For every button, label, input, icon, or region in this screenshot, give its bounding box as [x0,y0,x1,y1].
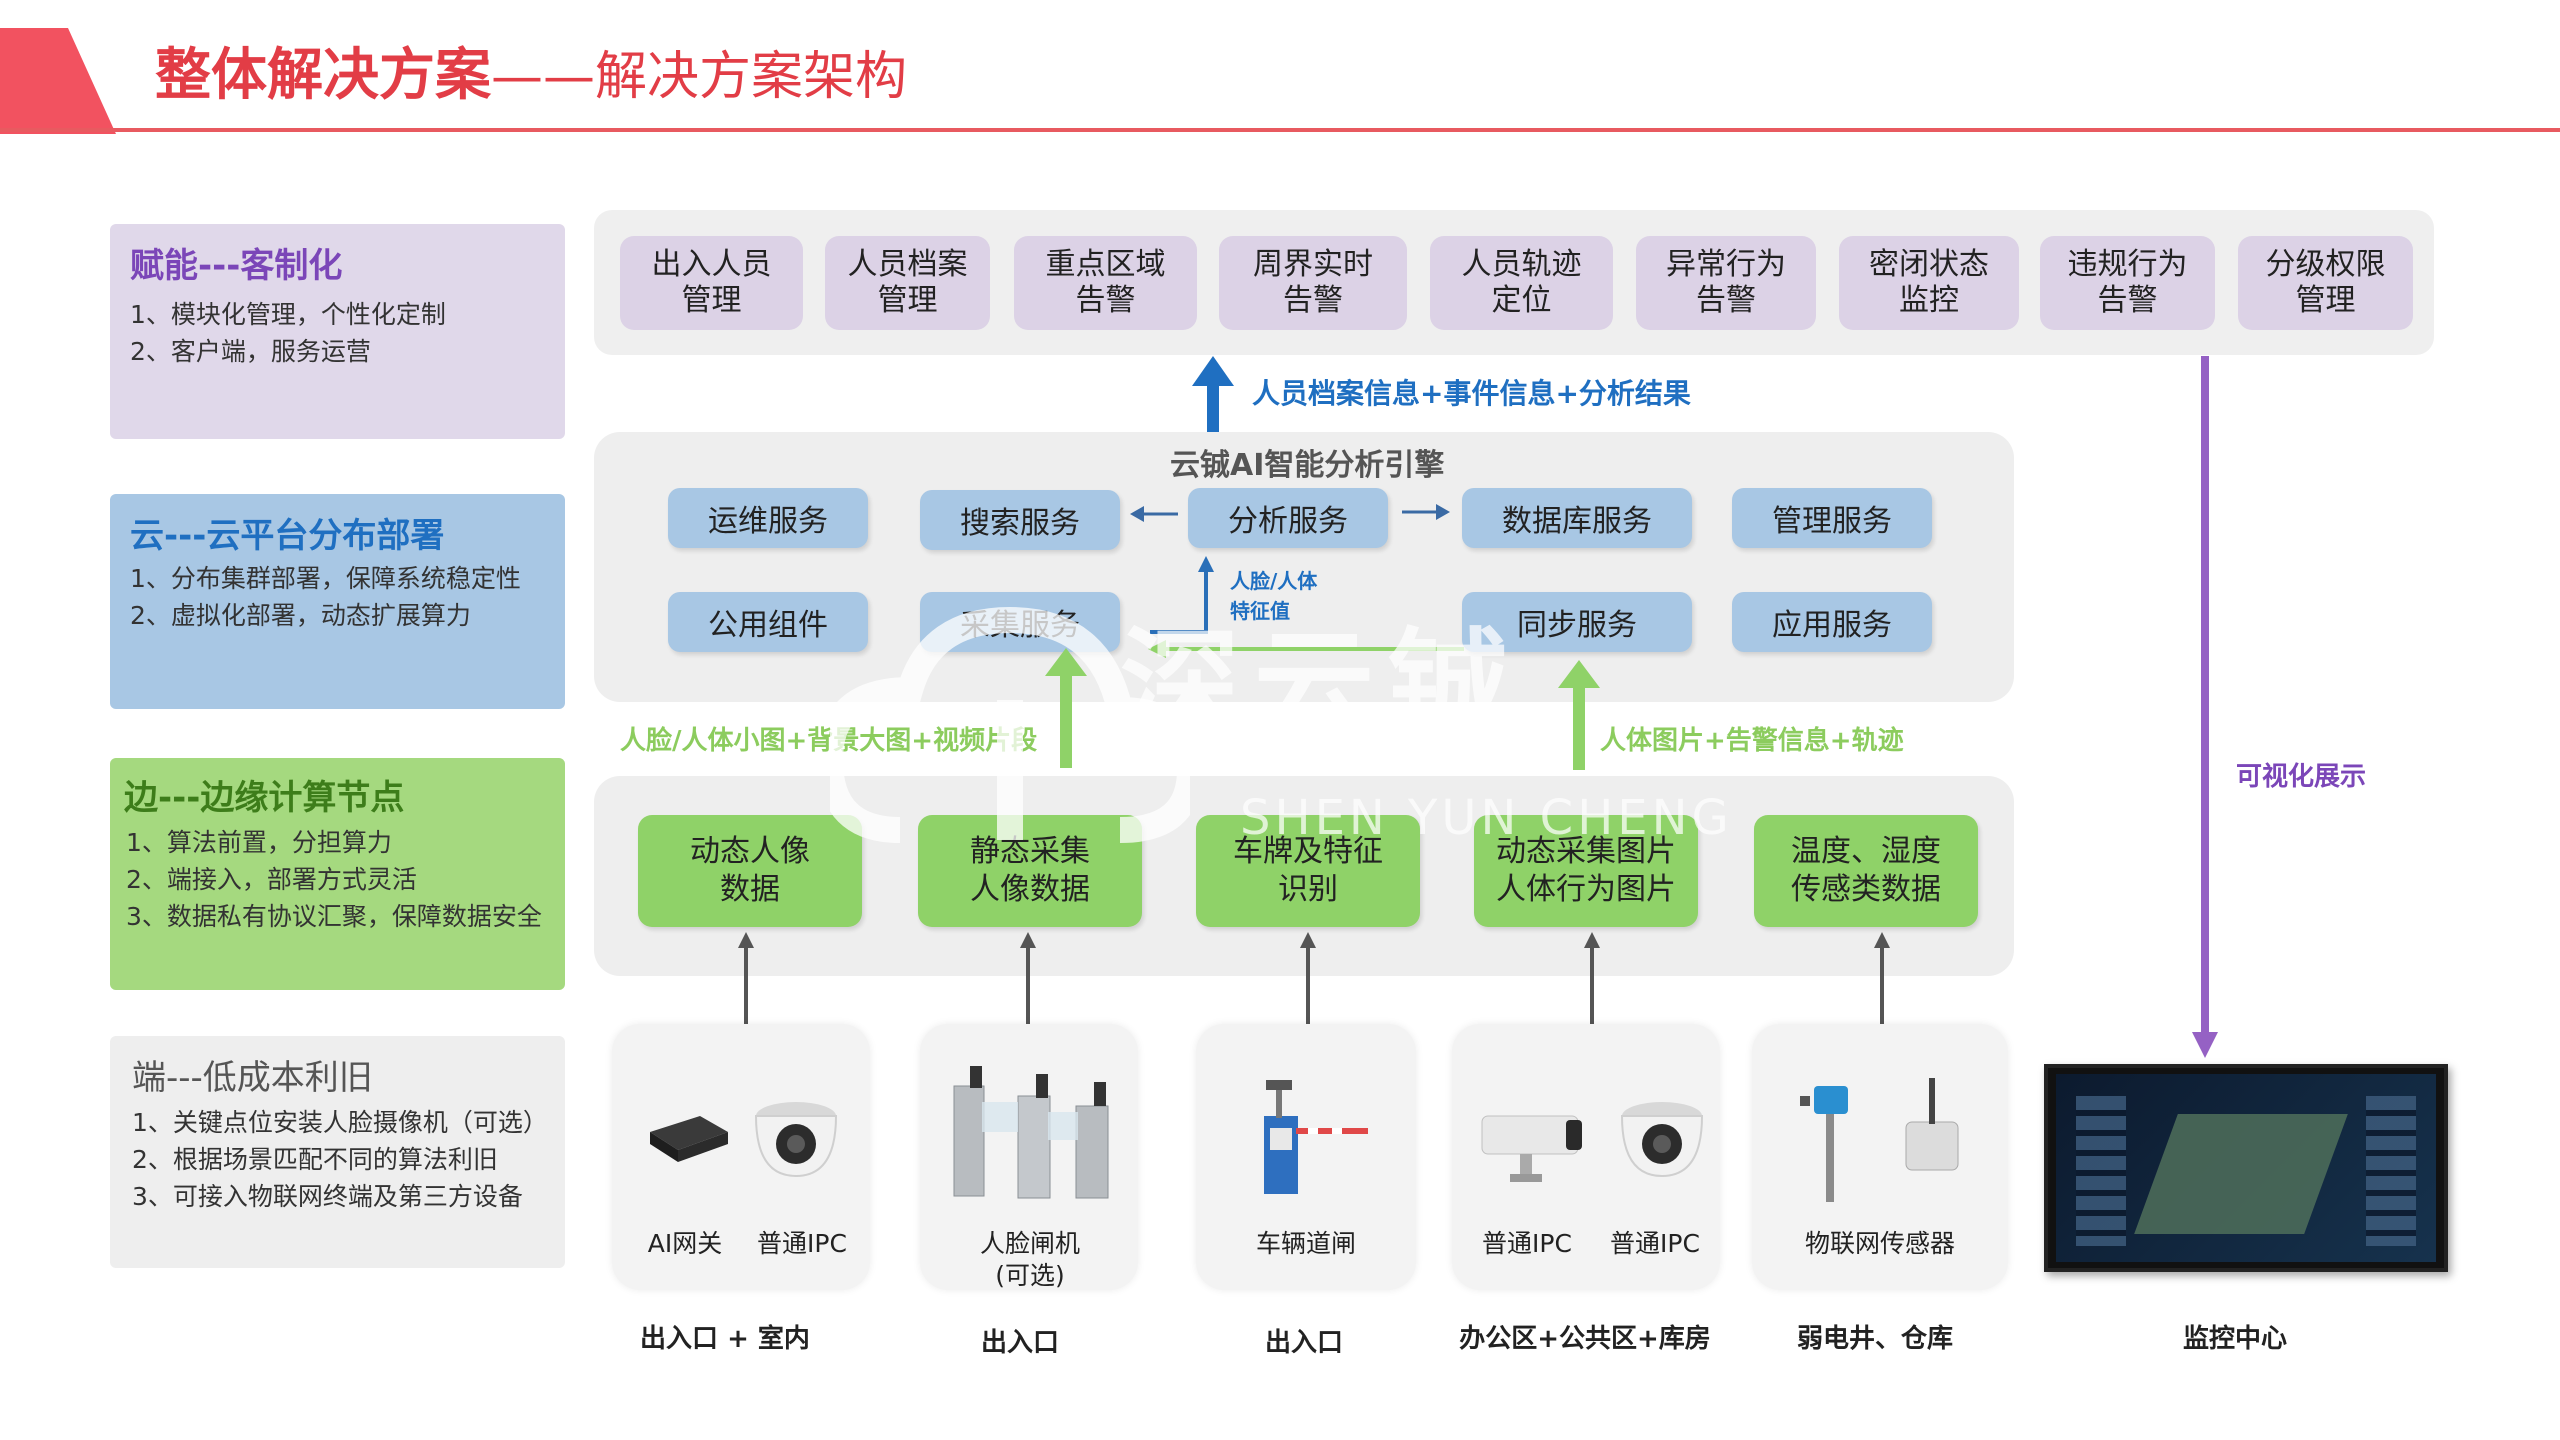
module-button[interactable]: 周界实时告警 [1219,236,1407,330]
location-label: 出入口 [980,1328,1059,1358]
arrow-up-green [1558,660,1600,770]
device-label: 物联网传感器 [1804,1229,1955,1258]
module-button[interactable]: 密闭状态监控 [1839,236,2019,330]
edge-module[interactable]: 动态人像数据 [638,815,862,927]
location-label: 出入口 + 室内 [640,1324,810,1354]
arrow-feature-up [1150,556,1214,634]
arrow-down-purple [2192,356,2218,1058]
panel-line: 3、可接入物联网终端及第三方设备 [132,1182,523,1211]
device-label: 普通IPC [1610,1229,1700,1258]
panel-heading: 端---低成本利旧 [132,1058,373,1098]
header-divider [0,128,2560,132]
flow-label-results: 人员档案信息+事件信息+分析结果 [1252,377,1691,410]
engine-title: 云铖AI智能分析引擎 [1170,448,1445,483]
arrow-left-icon [1130,506,1178,522]
feature-label: 人脸/人体特征值 [1230,569,1318,623]
panel-terminal: 端---低成本利旧 1、关键点位安装人脸摄像机（可选） 2、根据场景匹配不同的算… [110,1036,565,1268]
arrow-right-icon [1402,504,1450,520]
page-title: 整体解决方案——解决方案架构 [155,43,908,108]
module-button[interactable]: 重点区域告警 [1014,236,1197,330]
edge-module[interactable]: 静态采集人像数据 [918,815,1142,927]
panel-enable: 赋能---客制化 1、模块化管理，个性化定制 2、客户端，服务运营 [110,224,565,439]
panel-line: 3、数据私有协议汇聚，保障数据安全 [126,902,542,931]
flow-label-edge-right: 人体图片+告警信息+轨迹 [1600,726,1904,756]
module-button[interactable]: 异常行为告警 [1636,236,1816,330]
watermark-cn: 深云铖 [1120,617,1522,756]
module-button[interactable]: 违规行为告警 [2040,236,2215,330]
panel-heading: 云---云平台分布部署 [130,516,445,556]
module-button[interactable]: 出入人员管理 [620,236,803,330]
device-label: 普通IPC [757,1229,847,1258]
service-sync[interactable]: 同步服务 [1462,592,1692,652]
device-label: AI网关 [647,1229,723,1258]
device-label: 人脸闸机 [979,1229,1080,1258]
barrier-gate-icon [1264,1080,1368,1194]
panel-line: 2、客户端，服务运营 [130,337,371,366]
panel-line: 1、模块化管理，个性化定制 [130,300,446,329]
panel-edge: 边---边缘计算节点 1、算法前置，分担算力 2、端接入，部署方式灵活 3、数据… [110,758,565,990]
module-button[interactable]: 人员档案管理 [825,236,990,330]
watermark-en: SHEN YUN CHENG [1240,790,1733,846]
arrows-device-to-edge [738,932,1890,1026]
service-management[interactable]: 管理服务 [1732,488,1932,548]
device-label: 普通IPC [1482,1229,1572,1258]
arrow-sync-to-collect [1148,640,1464,658]
visual-label: 可视化展示 [2236,762,2367,792]
service-database[interactable]: 数据库服务 [1462,488,1692,548]
service-app[interactable]: 应用服务 [1732,592,1932,652]
device-label: 车辆道闸 [1255,1229,1356,1258]
location-label: 办公区+公共区+库房 [1459,1324,1711,1354]
panel-line: 1、关键点位安装人脸摄像机（可选） [132,1108,548,1137]
location-label: 监控中心 [2182,1324,2287,1354]
ai-gateway-icon [650,1116,728,1162]
device-label: (可选) [995,1261,1065,1290]
device-group-iot [1752,1024,2008,1290]
bullet-camera-icon [1481,1115,1582,1182]
location-label: 弱电井、仓库 [1796,1324,1953,1354]
arrow-up-blue [1192,356,1234,436]
panel-heading: 边---边缘计算节点 [124,778,405,818]
module-button[interactable]: 分级权限管理 [2238,236,2413,330]
page-subtitle: ——解决方案架构 [491,47,908,107]
arrow-up-green [1045,648,1087,768]
location-label: 出入口 [1264,1328,1343,1358]
service-analysis[interactable]: 分析服务 [1188,488,1388,548]
panel-heading: 赋能---客制化 [130,246,343,286]
edge-module[interactable]: 车牌及特征识别 [1196,815,1420,927]
panel-line: 2、根据场景匹配不同的算法利旧 [132,1145,498,1174]
panel-line: 1、分布集群部署，保障系统稳定性 [130,564,521,593]
corner-decoration [0,28,116,134]
cloud-engine-band [594,432,2014,702]
service-common[interactable]: 公用组件 [668,592,868,652]
flow-label-edge-left: 人脸/人体小图+背景大图+视频片段 [620,726,1038,756]
device-group-barrier [1196,1024,1416,1290]
service-ops[interactable]: 运维服务 [668,488,868,548]
panel-line: 1、算法前置，分担算力 [126,828,392,857]
panel-line: 2、虚拟化部署，动态扩展算力 [130,601,471,630]
iot-sensor-icon [1800,1078,1959,1202]
edge-module[interactable]: 温度、湿度传感类数据 [1754,815,1978,927]
dome-camera-icon [754,1102,838,1178]
monitor-screen [2044,1064,2448,1272]
dome-camera-icon [1620,1102,1704,1178]
face-gate-icon [953,1066,1109,1199]
panel-line: 2、端接入，部署方式灵活 [126,865,417,894]
panel-cloud: 云---云平台分布部署 1、分布集群部署，保障系统稳定性 2、虚拟化部署，动态扩… [110,494,565,709]
edge-module[interactable]: 动态采集图片人体行为图片 [1474,815,1698,927]
service-search[interactable]: 搜索服务 [920,490,1120,550]
module-button[interactable]: 人员轨迹定位 [1430,236,1613,330]
